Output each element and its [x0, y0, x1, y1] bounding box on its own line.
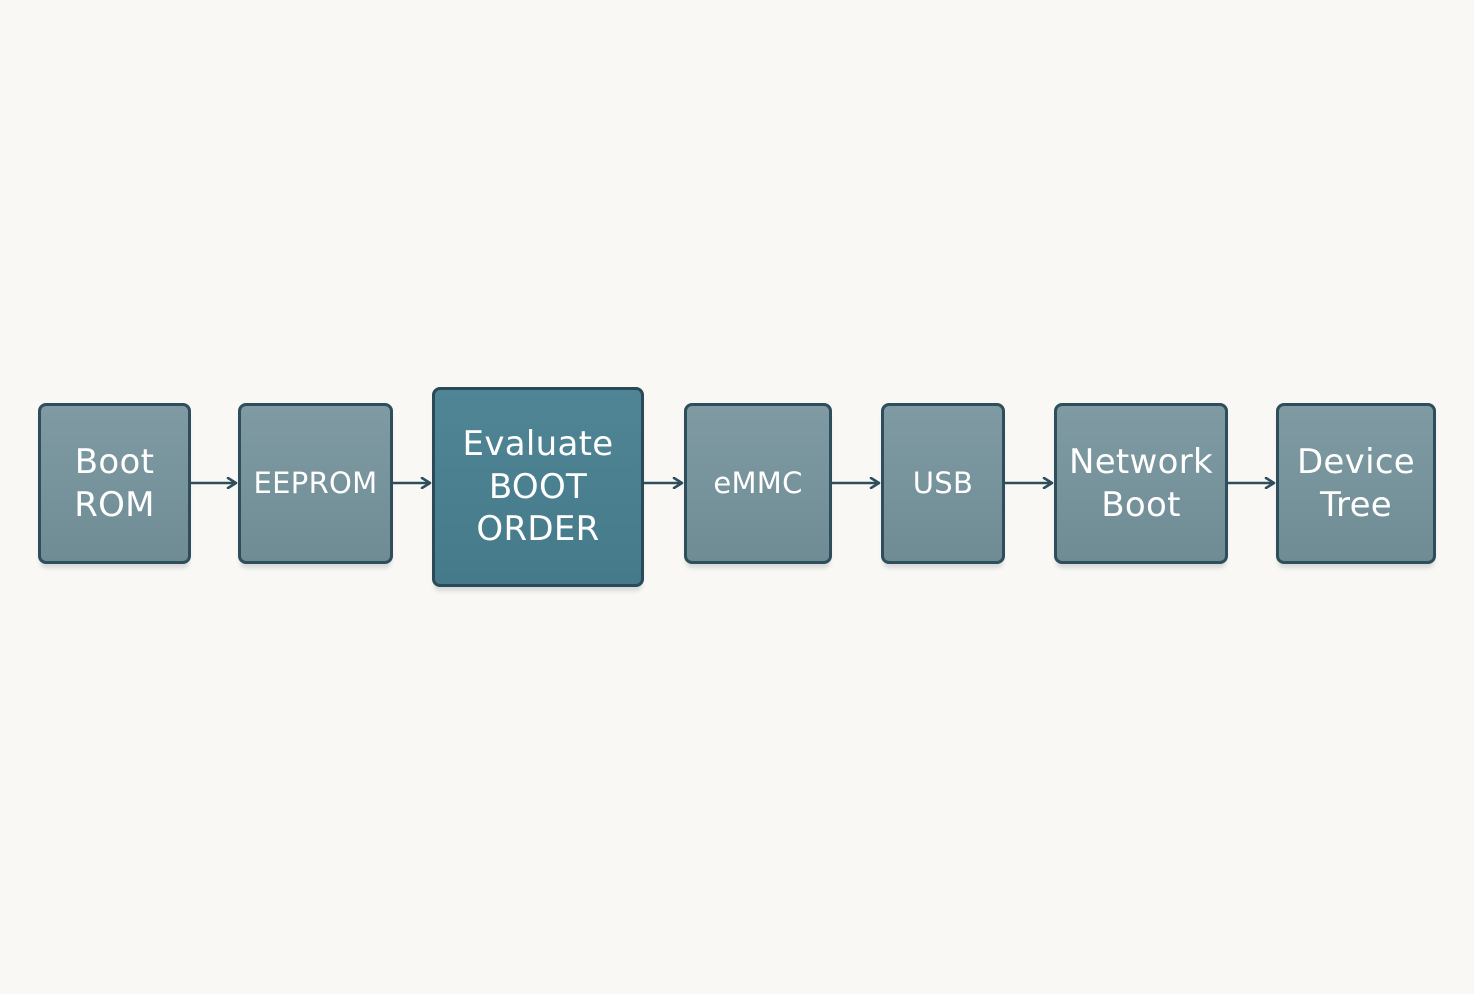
node-label-boot-rom: Boot ROM	[74, 442, 155, 525]
node-boot-rom: Boot ROM	[38, 403, 191, 564]
node-label-usb: USB	[912, 466, 974, 501]
node-emmc: eMMC	[684, 403, 832, 564]
node-eeprom: EEPROM	[238, 403, 393, 564]
node-label-eeprom: EEPROM	[253, 466, 378, 501]
node-label-emmc: eMMC	[713, 466, 803, 501]
node-device-tree: Device Tree	[1276, 403, 1436, 564]
node-evaluate-boot-order: Evaluate BOOT ORDER	[432, 387, 644, 587]
node-label-evaluate-boot-order: Evaluate BOOT ORDER	[462, 424, 614, 550]
node-usb: USB	[881, 403, 1005, 564]
node-label-device-tree: Device Tree	[1296, 442, 1416, 525]
node-network-boot: Network Boot	[1054, 403, 1228, 564]
node-label-network-boot: Network Boot	[1068, 442, 1214, 525]
